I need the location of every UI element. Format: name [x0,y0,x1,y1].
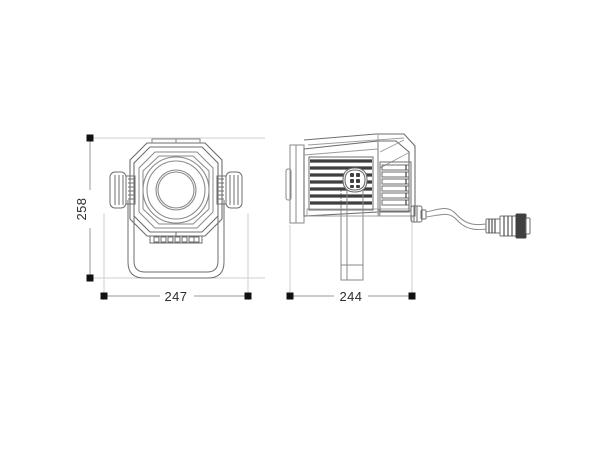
side-heatsink-fins-right [381,164,410,206]
side-heatsink-fins-right-frame [379,161,412,212]
front-left-knob [109,171,136,209]
front-top-cap [151,138,201,143]
front-left-knob-grip [128,178,134,200]
side-knob-shaft [346,190,364,280]
side-power-cable [425,208,487,231]
front-right-knob-grip [218,178,224,200]
side-view [285,133,531,281]
dimension-label-masks [77,190,368,305]
depth-dimension-label: 244 [340,289,363,304]
width-dimension-label: 247 [165,289,188,304]
front-housing [129,142,223,237]
dimension-terminators [86,134,416,300]
side-lens-bezel [285,144,305,224]
front-vent-tabs [149,232,203,244]
dimension-extension-lines [90,137,413,300]
side-cable-gland [410,205,427,223]
front-yoke-bracket [127,200,225,279]
side-control-knob-buttons [350,173,360,188]
front-view [109,138,243,279]
side-cable-connector [485,213,531,239]
side-control-knob [342,167,368,193]
front-housing-inner [138,151,214,229]
front-lens [142,156,210,224]
side-heatsink-fins-left-frame [308,156,374,211]
front-right-knob [216,171,243,209]
height-dimension-label: 258 [74,198,89,221]
